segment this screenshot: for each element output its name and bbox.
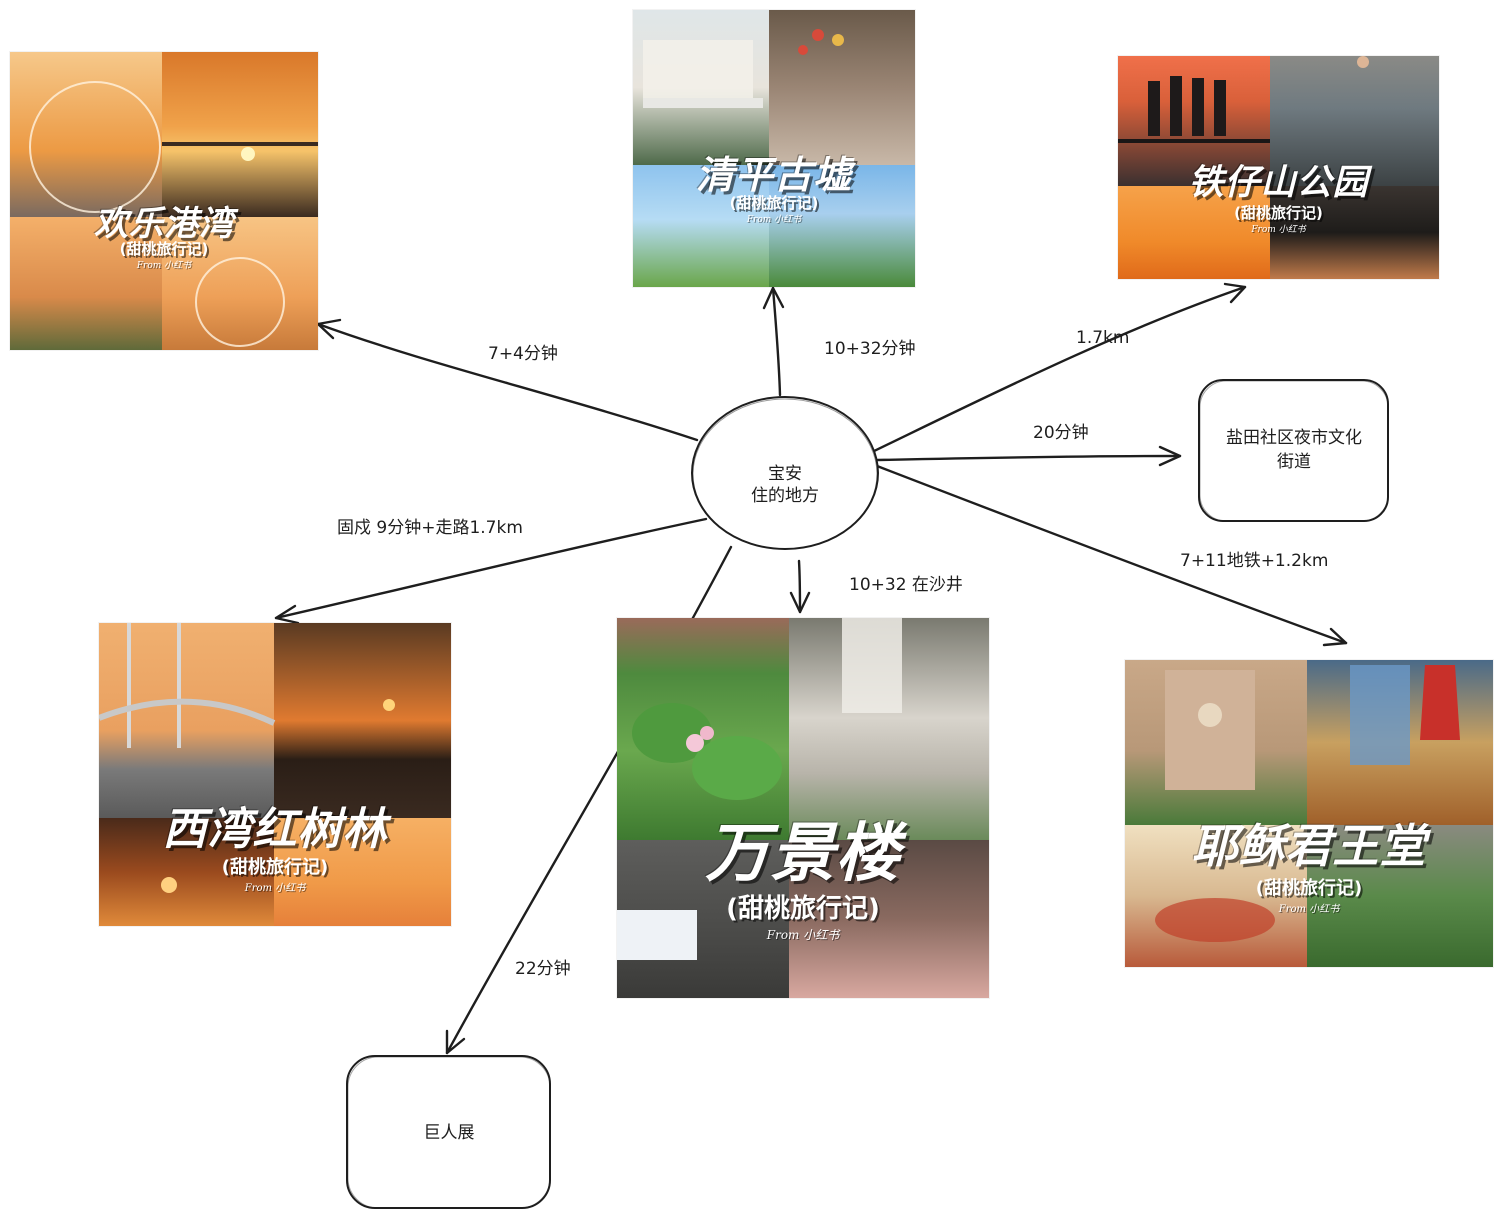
image-huanle-sub: (甜桃旅行记) <box>119 240 209 258</box>
image-qingping-title: 清平古墟 <box>695 153 852 197</box>
image-huanle-q2 <box>162 52 318 217</box>
image-xiwan-mangrove[interactable]: 西湾红树林 (甜桃旅行记) From 小红书 <box>99 623 451 926</box>
image-qingping-sub: (甜桃旅行记) <box>729 194 819 212</box>
image-qingping-decor <box>643 29 844 108</box>
node-giants[interactable]: 巨人展 <box>346 1055 551 1209</box>
image-yesu-from: From 小红书 <box>1278 904 1340 915</box>
edge-yesu <box>875 464 1348 647</box>
edge-label-xiwan: 固戍 9分钟+走路1.7km <box>337 518 523 538</box>
edge-yantian <box>876 445 1182 467</box>
image-xiwan-from: From 小红书 <box>244 883 306 894</box>
image-tiezai-q2 <box>1270 56 1439 186</box>
image-wanjing-from: From 小红书 <box>766 928 840 942</box>
image-wanjing-q4 <box>789 840 989 998</box>
node-yantian-line1: 盐田社区夜市文化 <box>1226 428 1362 448</box>
image-tiezai-q3 <box>1118 186 1270 279</box>
image-huanle-q3 <box>10 217 162 350</box>
image-tiezai-park[interactable]: 铁仔山公园 (甜桃旅行记) From 小红书 <box>1118 56 1439 279</box>
image-yesu-q3 <box>1125 825 1307 967</box>
image-huanle-q1 <box>10 52 162 217</box>
image-yesu-q4 <box>1307 825 1493 967</box>
image-xiwan-sub: (甜桃旅行记) <box>221 857 329 878</box>
image-wanjing-tower[interactable]: 万景楼 (甜桃旅行记) From 小红书 <box>617 618 989 998</box>
edge-label-wanjing: 10+32 在沙井 <box>849 575 963 595</box>
image-wanjing-sub: (甜桃旅行记) <box>726 894 880 924</box>
edge-label-tiezai: 1.7km <box>1076 328 1129 348</box>
edge-huanle <box>316 318 699 442</box>
image-huanle-from: From 小红书 <box>136 261 192 271</box>
image-xiwan-decor <box>99 623 395 893</box>
image-qingping-q4 <box>769 165 915 287</box>
center-node-line2: 住的地方 <box>751 486 819 506</box>
center-node-line1: 宝安 <box>768 464 802 484</box>
node-yantian-line2: 街道 <box>1277 452 1311 472</box>
edge-tiezai <box>870 282 1247 454</box>
image-wanjing-title: 万景楼 <box>705 817 901 891</box>
node-yantian[interactable]: 盐田社区夜市文化 街道 <box>1198 379 1389 522</box>
edge-qingping <box>762 286 785 397</box>
image-yesu-decor <box>1155 665 1460 942</box>
image-xiwan-q4 <box>274 818 451 926</box>
image-huanle-harbour[interactable]: 欢乐港湾 (甜桃旅行记) From 小红书 <box>10 52 318 350</box>
image-xiwan-title: 西湾红树林 <box>162 804 388 855</box>
image-qingping-market[interactable]: 清平古墟 (甜桃旅行记) From 小红书 <box>633 10 915 287</box>
image-tiezai-q4 <box>1270 186 1439 279</box>
image-tiezai-title: 铁仔山公园 <box>1188 163 1369 203</box>
edge-label-yesu: 7+11地铁+1.2km <box>1180 551 1328 571</box>
edge-xiwan <box>274 517 708 625</box>
edge-label-qingping: 10+32分钟 <box>824 339 916 359</box>
image-tiezai-sub: (甜桃旅行记) <box>1234 204 1323 222</box>
image-huanle-decor <box>29 81 318 347</box>
image-wanjing-decor <box>617 618 902 960</box>
image-tiezai-decor <box>1118 56 1369 143</box>
node-giants-text: 巨人展 <box>424 1123 475 1143</box>
image-huanle-title: 欢乐港湾 <box>94 204 234 244</box>
edge-label-giants: 22分钟 <box>515 959 571 979</box>
edge-label-huanle: 7+4分钟 <box>488 344 558 364</box>
edge-label-yantian: 20分钟 <box>1033 423 1089 443</box>
image-yesu-title: 耶稣君王堂 <box>1191 819 1427 873</box>
image-huanle-q4 <box>162 217 318 350</box>
image-yesu-sub: (甜桃旅行记) <box>1255 878 1363 899</box>
image-xiwan-q2 <box>274 623 451 818</box>
image-tiezai-from: From 小红书 <box>1251 225 1306 235</box>
edge-wanjing <box>789 559 811 614</box>
center-node[interactable]: 宝安 住的地方 <box>691 396 879 550</box>
image-xiwan-q3 <box>99 818 274 926</box>
image-yesu-church[interactable]: 耶稣君王堂 (甜桃旅行记) From 小红书 <box>1125 660 1493 967</box>
image-qingping-q3 <box>633 165 769 287</box>
image-qingping-from: From 小红书 <box>746 215 802 225</box>
